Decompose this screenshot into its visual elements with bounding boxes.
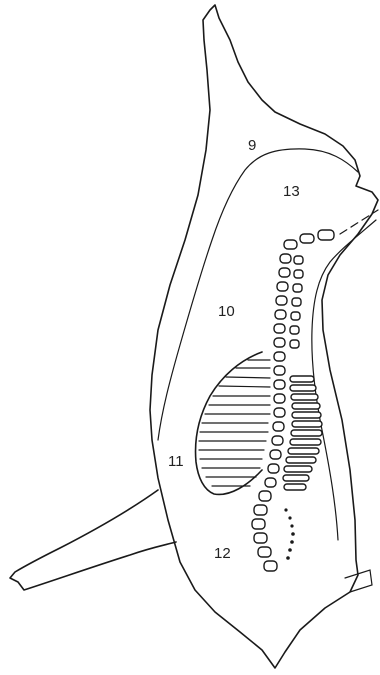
region-label-12: 12 bbox=[214, 545, 231, 562]
foreleg-outline bbox=[10, 490, 176, 590]
spine-contour-right bbox=[312, 220, 376, 540]
region-label-9: 9 bbox=[248, 137, 256, 154]
sacral-dots bbox=[284, 508, 294, 559]
region-label-13: 13 bbox=[283, 183, 300, 200]
region-label-11: 11 bbox=[168, 453, 184, 470]
region-label-10: 10 bbox=[218, 303, 235, 320]
rear-strip bbox=[345, 570, 372, 592]
ribs-left bbox=[199, 360, 270, 486]
